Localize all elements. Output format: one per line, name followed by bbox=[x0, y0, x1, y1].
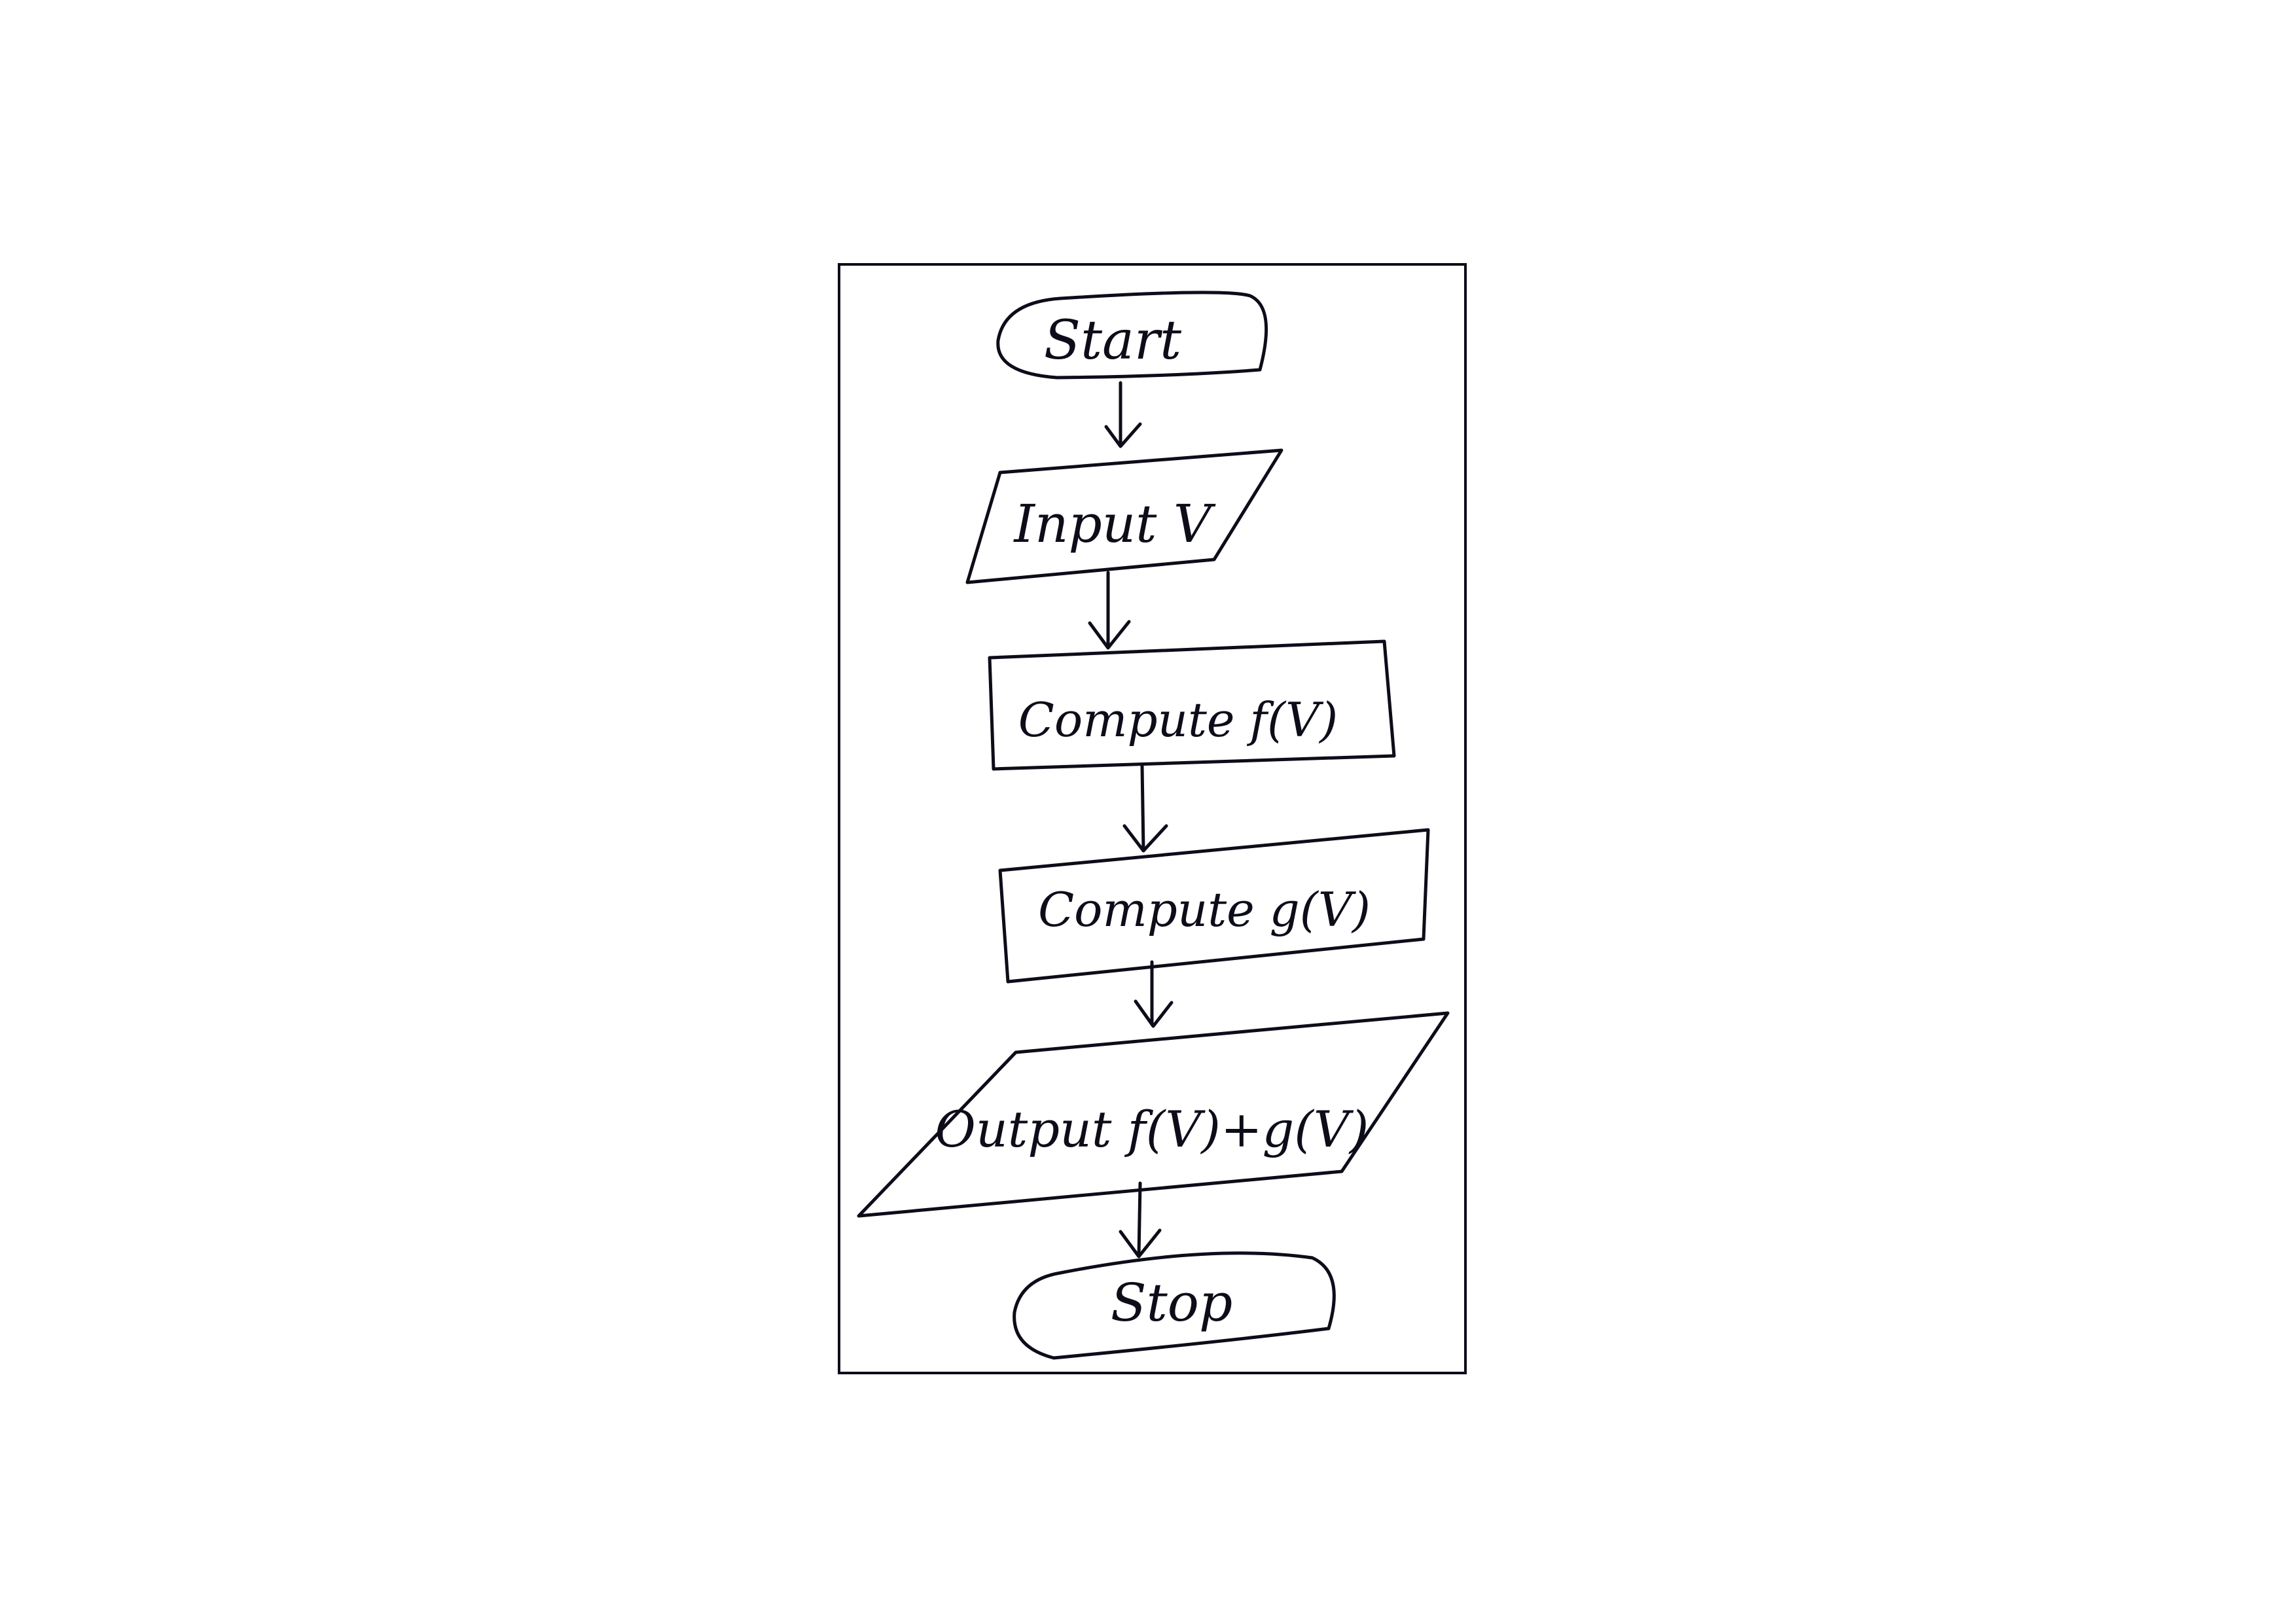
arrow-head bbox=[1119, 1228, 1162, 1258]
output-parallelogram-shape bbox=[857, 1011, 1450, 1218]
arrow-head bbox=[1134, 999, 1174, 1028]
arrow-output-to-stop bbox=[1119, 1181, 1162, 1258]
arrow-shaft bbox=[1140, 764, 1145, 851]
arrow-head bbox=[1088, 620, 1131, 650]
node-output: Output f(V)+g(V) bbox=[857, 1011, 1450, 1218]
output-label: Output f(V)+g(V) bbox=[935, 1100, 1369, 1158]
start-label: Start bbox=[1044, 310, 1182, 372]
arrow-start-to-input bbox=[1104, 381, 1142, 448]
node-stop: Stop bbox=[1013, 1251, 1336, 1360]
node-input: Input V bbox=[965, 448, 1283, 584]
node-start: Start bbox=[996, 291, 1268, 380]
compute-f-label: Compute f(V) bbox=[1018, 692, 1338, 747]
start-terminator-shape bbox=[996, 291, 1268, 380]
input-label: Input V bbox=[1013, 493, 1215, 554]
compute-f-rectangle-shape bbox=[988, 639, 1396, 771]
arrow-head bbox=[1122, 824, 1168, 853]
stop-terminator-shape bbox=[1013, 1251, 1336, 1360]
arrow-shaft bbox=[1137, 1181, 1142, 1257]
arrow-head bbox=[1104, 422, 1142, 448]
input-parallelogram-shape bbox=[965, 448, 1283, 584]
node-compute-g: Compute g(V) bbox=[998, 828, 1430, 984]
diagram-frame bbox=[838, 263, 1467, 1374]
stop-label: Stop bbox=[1111, 1272, 1232, 1333]
compute-g-rectangle-shape bbox=[998, 828, 1430, 984]
arrow-compute-g-to-output bbox=[1134, 960, 1174, 1028]
arrow-input-to-compute-f bbox=[1088, 571, 1131, 650]
arrow-compute-f-to-compute-g bbox=[1122, 764, 1168, 853]
compute-g-label: Compute g(V) bbox=[1038, 882, 1371, 937]
node-compute-f: Compute f(V) bbox=[988, 639, 1396, 771]
